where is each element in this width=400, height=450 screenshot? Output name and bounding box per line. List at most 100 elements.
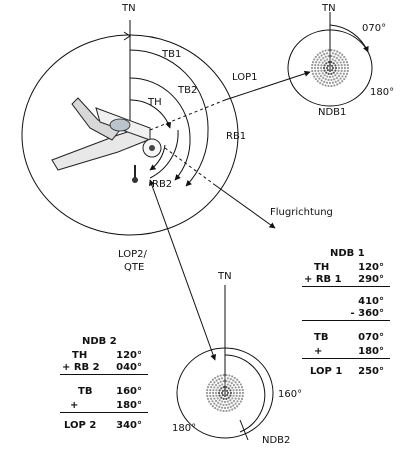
beacon-dot: [237, 386, 240, 389]
beacon-dot: [222, 379, 225, 383]
beacon-dot: [214, 383, 218, 387]
beacon-dot: [339, 72, 342, 75]
ndb1-180-label: 180°: [370, 87, 395, 98]
arc-tb2: [129, 77, 191, 139]
beacon-dot: [318, 56, 321, 59]
beacon-dot: [325, 81, 329, 84]
beacon-dot: [223, 394, 227, 398]
beacon-dot: [229, 378, 232, 381]
beacon-dot: [209, 402, 212, 406]
beacon-dot: [236, 400, 239, 403]
beacon-dot: [330, 78, 333, 82]
ndb2-beacon-icon: [205, 373, 245, 413]
beacon-dot: [225, 373, 228, 377]
beacon-dot: [219, 380, 222, 383]
ndb1-row-plus-key: +: [314, 346, 323, 357]
beacon-dot: [342, 61, 345, 64]
beacon-dot: [334, 74, 337, 77]
beacon-dot: [316, 75, 319, 78]
beacon-dot: [234, 397, 237, 400]
beacon-dot: [332, 62, 335, 65]
beacon-dot: [311, 69, 314, 73]
beacon-dot: [236, 378, 239, 381]
beacon-dot: [220, 396, 223, 399]
beacon-dot: [328, 75, 332, 79]
beacon-dot: [221, 383, 224, 386]
beacon-dot: [333, 55, 336, 58]
beacon-dot: [241, 388, 244, 392]
beacon-dot: [334, 69, 337, 72]
beacon-dot: [232, 383, 236, 387]
beacon-dot: [336, 72, 339, 75]
beacon-dot: [217, 391, 221, 395]
beacon-dot: [236, 383, 239, 386]
beacon-dot: [235, 389, 238, 392]
beacon-dot: [324, 55, 327, 58]
ndb1-rule-2: [302, 320, 390, 321]
beacon-dot: [231, 408, 234, 411]
beacon-dot: [225, 386, 228, 389]
beacon-dot: [229, 405, 232, 408]
beacon-dot: [326, 69, 329, 72]
beacon-dot: [346, 66, 350, 70]
beacon-dot: [222, 403, 225, 407]
beacon-dot: [217, 401, 220, 404]
beacon-dot: [214, 399, 218, 403]
beacon-dot: [338, 81, 341, 85]
beacon-dot: [206, 397, 210, 400]
beacon-dot: [214, 406, 217, 410]
beacon-dot: [344, 75, 347, 78]
beacon-dot: [343, 55, 346, 59]
beacon-dot: [226, 389, 229, 392]
beacon-dot: [321, 50, 324, 53]
beacon-dot: [327, 54, 330, 58]
beacon-dot: [232, 391, 236, 395]
arc-rb1: [149, 129, 179, 179]
ndb1-calc-title: NDB 1: [330, 248, 365, 259]
beacon-dot: [322, 57, 325, 60]
beacon-dot: [208, 400, 211, 403]
beacon-dot: [235, 391, 239, 395]
beacon-dot: [232, 394, 235, 397]
beacon-dot: [213, 381, 216, 384]
ndb2-label: NDB2: [262, 435, 291, 446]
beacon-dot: [216, 408, 219, 411]
beacon-dot: [311, 61, 315, 64]
beacon-dot: [319, 66, 323, 70]
beacon-dot: [316, 66, 320, 70]
beacon-dot: [236, 405, 239, 408]
beacon-dot: [216, 397, 219, 400]
beacon-dot: [319, 51, 322, 55]
lop1-label: LOP1: [232, 72, 258, 83]
beacon-dot: [346, 69, 349, 73]
beacon-dot: [220, 387, 223, 390]
ndb2-row-plus-value: 180°: [116, 400, 142, 411]
beacon-dot: [331, 58, 334, 61]
beacon-dot: [241, 394, 244, 398]
beacon-dot: [238, 388, 241, 392]
beacon-dot: [314, 63, 317, 67]
beacon-dot: [219, 409, 222, 412]
beacon-dot: [340, 66, 344, 70]
ndb2-rule-1: [60, 374, 148, 375]
beacon-dot: [235, 394, 238, 397]
beacon-dot: [229, 384, 232, 387]
beacon-dot: [320, 69, 323, 72]
beacon-dot: [228, 403, 231, 406]
beacon-dot: [223, 400, 227, 404]
ndb1-row-lop1-key: LOP 1: [310, 366, 343, 377]
beacon-dot: [228, 409, 231, 412]
beacon-dot: [324, 49, 327, 52]
lop2-label: LOP2/: [118, 249, 147, 260]
beacon-dot: [328, 69, 332, 73]
ndb1-row-410-value: 410°: [358, 296, 384, 307]
beacon-dot: [337, 74, 341, 78]
beacon-dot: [206, 394, 209, 398]
tb2-label: TB2: [178, 85, 198, 96]
tn-ndb2-label: TN: [218, 271, 232, 282]
ndb1-arc-070: [329, 24, 369, 53]
beacon-dot: [313, 58, 316, 61]
beacon-dot: [334, 66, 338, 70]
beacon-dot: [238, 391, 242, 395]
beacon-dot: [226, 400, 229, 403]
